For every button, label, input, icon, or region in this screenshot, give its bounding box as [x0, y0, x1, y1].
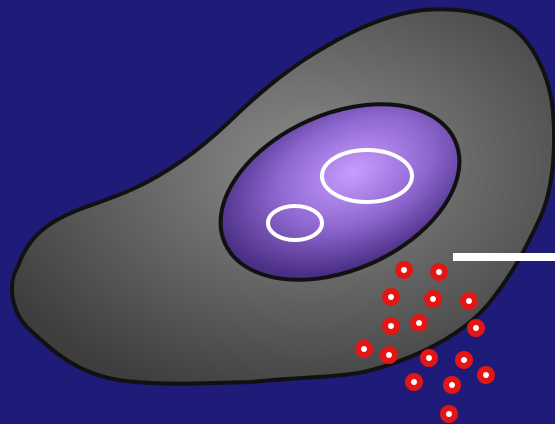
- particle-center: [388, 323, 394, 329]
- particle-center: [426, 355, 432, 361]
- particle: [440, 405, 458, 423]
- particle-center: [446, 411, 452, 417]
- particle: [430, 263, 448, 281]
- particle-center: [466, 298, 472, 304]
- particle-center: [411, 379, 417, 385]
- particle-center: [473, 325, 479, 331]
- particle: [455, 351, 473, 369]
- particle-center: [449, 382, 455, 388]
- particle-center: [361, 346, 367, 352]
- particle: [382, 317, 400, 335]
- particle-center: [483, 372, 489, 378]
- particle-center: [386, 352, 392, 358]
- particle: [380, 346, 398, 364]
- particle-center: [436, 269, 442, 275]
- particle: [405, 373, 423, 391]
- particle: [420, 349, 438, 367]
- particle-center: [388, 294, 394, 300]
- particle-center: [401, 267, 407, 273]
- particle: [467, 319, 485, 337]
- particle: [395, 261, 413, 279]
- particle: [443, 376, 461, 394]
- particle: [477, 366, 495, 384]
- particle: [410, 314, 428, 332]
- particle: [382, 288, 400, 306]
- particle-center: [461, 357, 467, 363]
- particle: [460, 292, 478, 310]
- particle-center: [430, 296, 436, 302]
- particle: [424, 290, 442, 308]
- particle: [355, 340, 373, 358]
- particle-center: [416, 320, 422, 326]
